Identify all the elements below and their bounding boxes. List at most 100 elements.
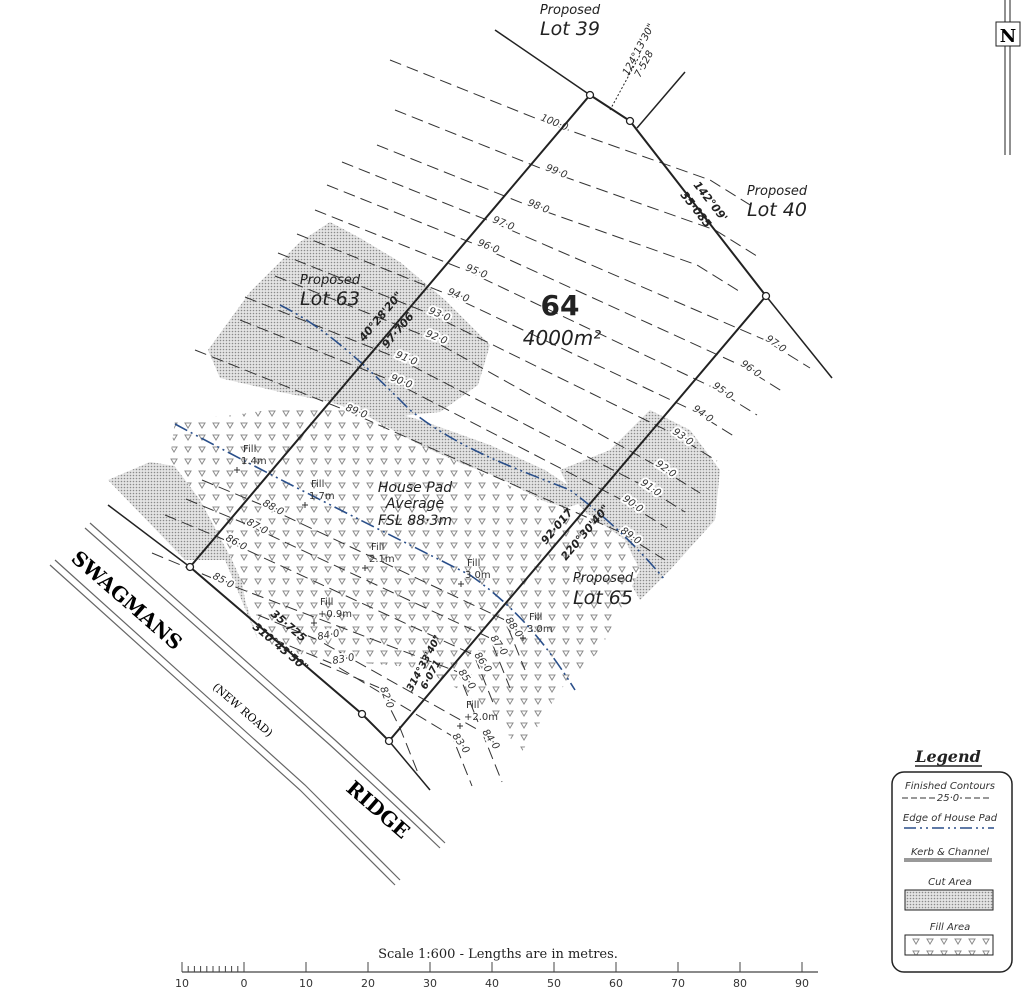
contour-label: 95·0 [464,263,489,282]
scale-bar: Scale 1:600 - Lengths are in metres. 10 0… [175,947,818,990]
legend-cut: Cut Area [928,877,972,888]
svg-text:Fill: Fill [466,700,479,711]
scale-tick-label: 10 [299,977,313,990]
svg-text:1.7m: 1.7m [309,491,335,502]
contour-label: 82·0 [377,685,395,710]
spot-level-cross-icon [520,635,526,641]
contour-line [194,349,666,561]
contour-line [376,144,743,294]
svg-text:Average: Average [385,496,444,512]
contour-label: 97·0 [763,333,788,355]
contour-label: 98·0 [526,198,551,217]
contour-label: 97·0 [491,215,516,234]
scale-tick-label: 20 [361,977,375,990]
adjacent-lot-63: Proposed Lot 63 [300,273,361,310]
lot-area: 4000m² [523,326,601,350]
svg-text:Lot 63: Lot 63 [300,288,360,310]
scale-tick-label: 10 [175,977,189,990]
svg-text:Proposed: Proposed [573,571,634,586]
road-kerb-lines [49,522,446,886]
svg-text:Proposed: Proposed [747,184,808,199]
spot-level-cross-icon [302,502,308,508]
svg-text:Fill: Fill [529,612,542,623]
svg-text:House Pad: House Pad [378,480,452,496]
legend-kerb: Kerb & Channel [911,847,989,858]
svg-text:Fill: Fill [320,597,333,608]
svg-text:1.4m: 1.4m [241,456,267,467]
legend-finished-contours: Finished Contours [905,781,995,792]
contour-line [274,275,701,494]
scale-tick-label: 0 [241,977,248,990]
contour-line [257,614,503,783]
legend-contour-sample: 25·0 [937,793,959,804]
spot-level-cross-icon [311,620,317,626]
contour-label: 96·0 [476,238,501,257]
spot-level-cross-icon [362,565,368,571]
road-note: (NEW ROAD) [210,680,275,739]
contour-label: 83·0 [450,731,472,756]
house-pad-label: House Pad Average FSL 88·3m [378,480,452,529]
svg-text:+0.9m: +0.9m [318,609,352,620]
scale-tick-label: 30 [423,977,437,990]
svg-text:3.0m: 3.0m [465,570,491,581]
svg-text:Fill: Fill [311,479,324,490]
adjacent-lot-65: Proposed Lot 65 [573,571,634,609]
lot-number: 64 [541,289,580,322]
contour-line [277,252,718,462]
bearing-top-short: 124°13'30" 7·528 [621,22,657,79]
fill-area [170,405,640,755]
scale-title: Scale 1:600 - Lengths are in metres. [378,947,618,962]
spot-level-cross-icon [234,467,240,473]
contour-line [164,514,495,706]
svg-text:Lot 39: Lot 39 [540,18,600,40]
contour-line [272,638,473,787]
legend: Legend Finished Contours 25·0 Edge of Ho… [891,747,1013,973]
adjacent-lot-39: Proposed Lot 39 [540,3,601,40]
north-arrow: N [995,0,1021,155]
corner-pegs [185,90,771,746]
bearing-north-east: 142°09' 35·085 [678,179,730,231]
scale-tick-label: 70 [671,977,685,990]
svg-text:Lot 65: Lot 65 [573,587,633,609]
contour-line [394,109,761,259]
house-pad-edge [174,304,666,691]
contour-label: 84·0 [480,727,502,752]
adjacent-lot-40: Proposed Lot 40 [747,184,808,221]
spot-level-cross-icon [457,723,463,729]
svg-text:2.1m: 2.1m [369,554,395,565]
contour-line [314,209,758,416]
svg-text:Proposed: Proposed [300,273,361,288]
svg-text:Lot 40: Lot 40 [747,199,807,221]
fill-mark: Fill+0.9m [311,597,352,626]
scale-tick-label: 60 [609,977,623,990]
contour-line [239,319,668,529]
contour-line [296,233,738,439]
contour-label: 94·0 [446,287,471,306]
svg-text:Fill: Fill [467,558,480,569]
legend-house-pad-edge: Edge of House Pad [903,813,998,824]
svg-text:Fill: Fill [371,542,384,553]
contour-line [326,184,786,394]
contour-line [319,662,421,779]
north-label: N [1000,26,1016,47]
contour-line [244,296,686,513]
legend-title: Legend [914,747,981,766]
svg-text:Fill: Fill [243,444,256,455]
contour-line [201,479,526,671]
contour-line [185,498,511,689]
scale-tick-label: 40 [485,977,499,990]
scale-tick-label: 80 [733,977,747,990]
svg-text:3.0m: 3.0m [527,624,553,635]
road-name-swagmans: SWAGMANS [67,546,187,655]
contour-line [341,161,811,369]
svg-text:FSL 88·3m: FSL 88·3m [378,513,452,529]
scale-tick-label: 50 [547,977,561,990]
adjoining-boundaries [107,29,833,791]
fill-mark: Fill+2.0m [457,700,498,729]
